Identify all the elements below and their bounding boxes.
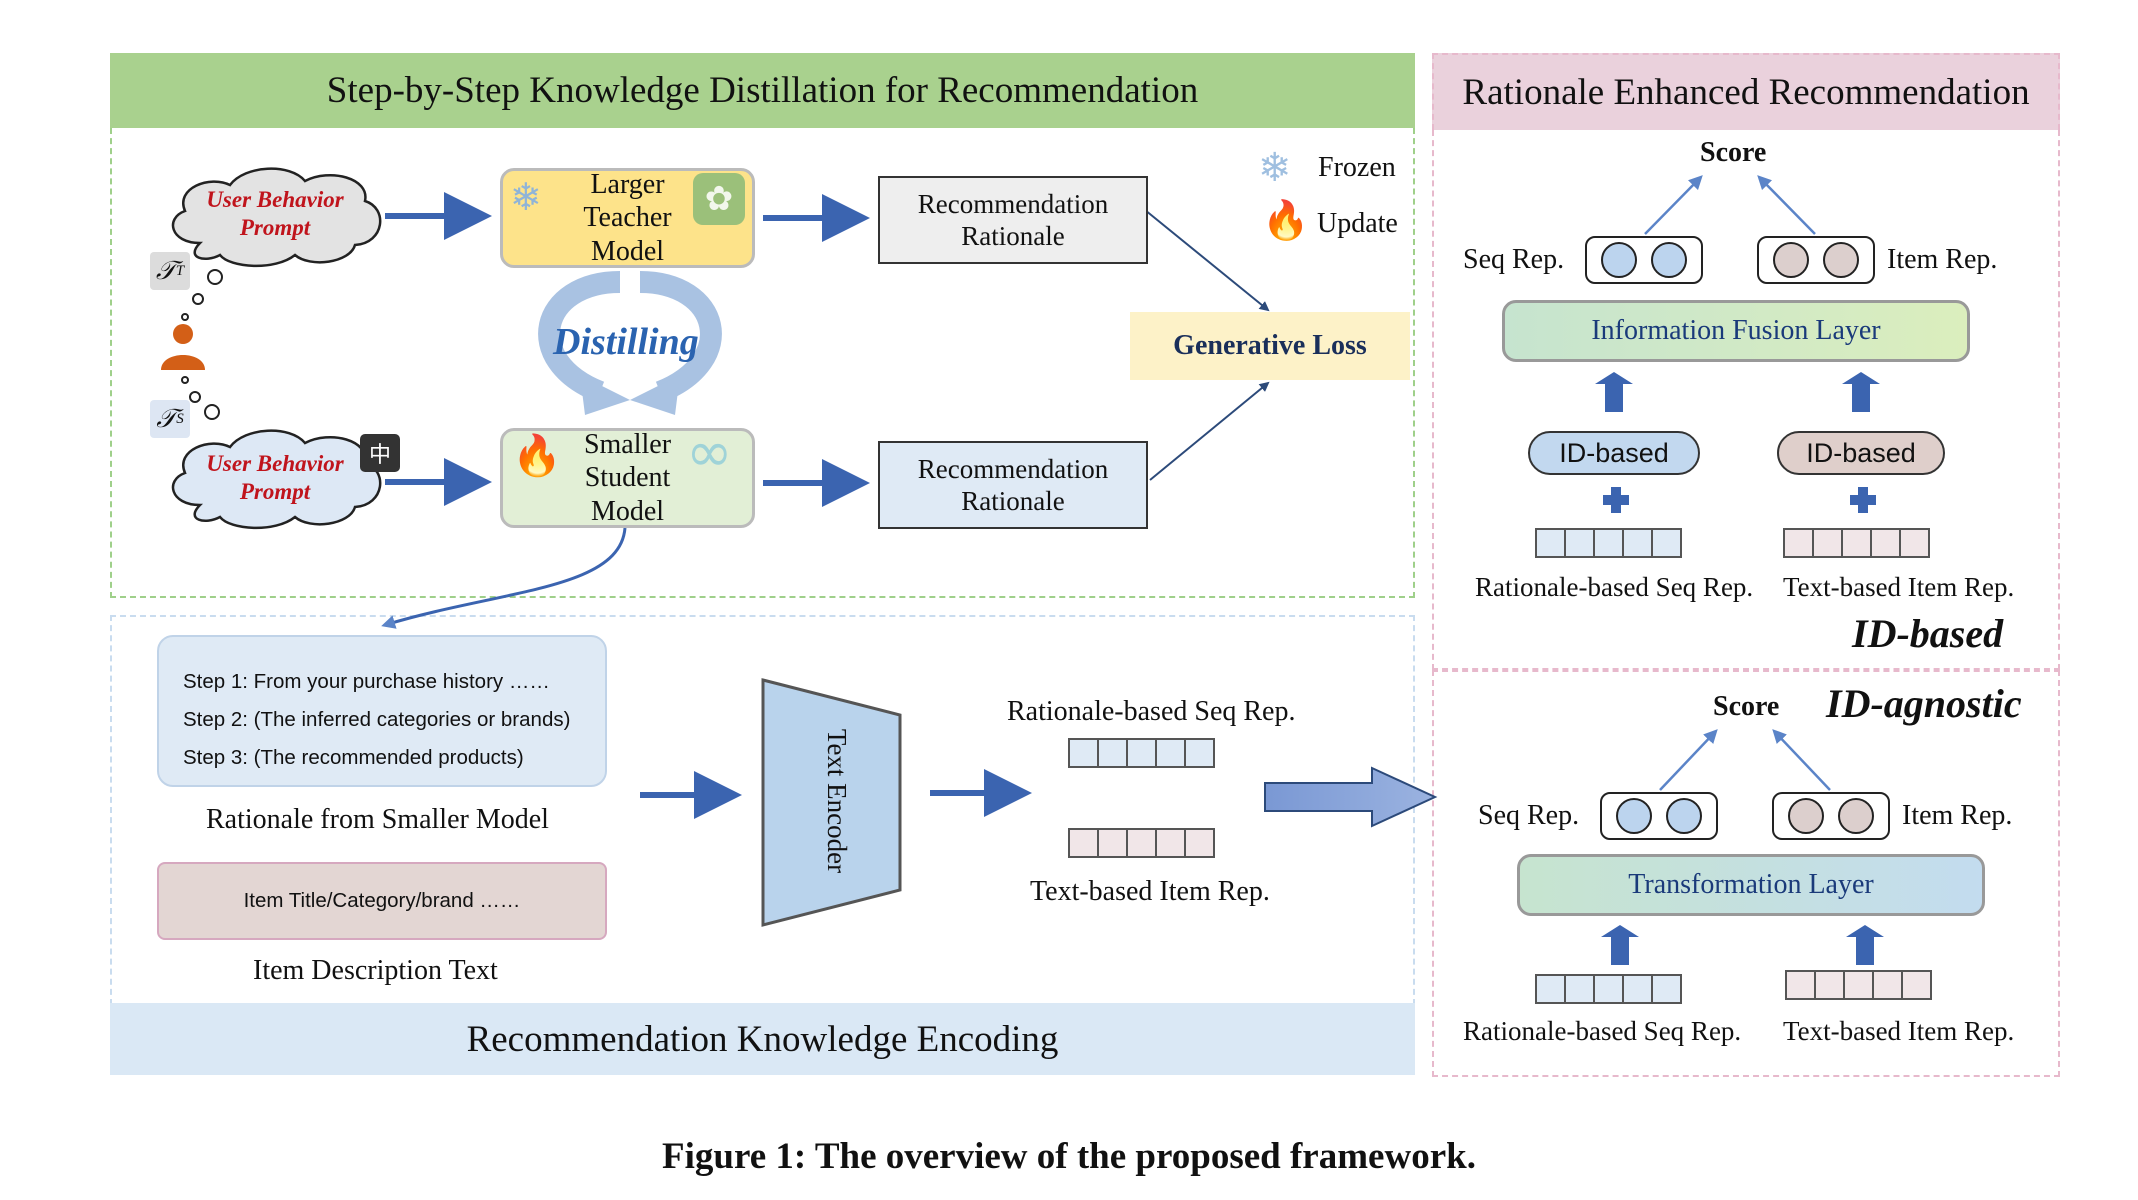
encoded-seq-rep-label: Rationale-based Seq Rep.: [1007, 696, 1296, 727]
id-based-score: Score: [1700, 137, 1767, 168]
id-based-left-pill-label: ID-based: [1559, 437, 1669, 468]
student-template-sup: S: [176, 410, 184, 427]
chinese-language-badge: 中: [360, 434, 400, 472]
transformation-layer-label: Transformation Layer: [1628, 869, 1874, 900]
id-agnostic-score: Score: [1713, 691, 1780, 722]
id-agnostic-region: [1432, 670, 2060, 1077]
rationale-steps-caption: Rationale from Smaller Model: [206, 804, 549, 835]
id-based-region: [1432, 130, 2060, 670]
distillation-region: [110, 128, 1415, 598]
left-panel-title: Step-by-Step Knowledge Distillation for …: [110, 53, 1415, 128]
id-based-right-pill-label: ID-based: [1806, 437, 1916, 468]
teacher-template-symbol: 𝒯: [155, 255, 176, 285]
step-3-text: Step 3: (The recommended products): [183, 746, 524, 769]
right-panel-title: Rationale Enhanced Recommendation: [1432, 53, 2060, 130]
transformation-layer: Transformation Layer: [1517, 854, 1985, 916]
teacher-model-box: Larger Teacher Model: [500, 168, 755, 268]
id-agnostic-tag: ID-agnostic: [1826, 681, 2022, 726]
item-description-box: Item Title/Category/brand ……: [157, 862, 607, 940]
id-agnostic-seq-rep-label: Seq Rep.: [1478, 800, 1580, 831]
teacher-model-label: Larger Teacher Model: [583, 168, 672, 267]
legend-frozen: Frozen: [1318, 152, 1396, 183]
figure-caption: Figure 1: The overview of the proposed f…: [0, 1135, 2138, 1178]
id-agnostic-seq-rep: [1600, 792, 1718, 840]
thought-bubbles: [181, 269, 223, 420]
id-based-seq-cells: [1535, 528, 1682, 558]
teacher-rationale-label: Recommendation Rationale: [917, 188, 1109, 251]
teacher-template-sup: T: [175, 262, 185, 279]
id-agnostic-item-rep-label: Item Rep.: [1902, 800, 2013, 831]
id-based-seq-caption: Rationale-based Seq Rep.: [1475, 572, 1754, 602]
id-based-right-pill: ID-based: [1777, 431, 1945, 475]
teacher-llm-logo-icon: ✿: [693, 173, 745, 225]
information-fusion-layer-label: Information Fusion Layer: [1591, 315, 1881, 346]
generative-loss-box: Generative Loss: [1130, 312, 1410, 380]
chinese-language-badge-text: 中: [368, 442, 391, 467]
id-agnostic-seq-cells: [1535, 974, 1682, 1004]
item-description-text: Item Title/Category/brand ……: [243, 888, 521, 912]
student-model-box: Smaller Student Model: [500, 428, 755, 528]
distilling-text: Distilling: [553, 321, 699, 363]
id-agnostic-item-rep: [1772, 792, 1890, 840]
student-model-label: Smaller Student Model: [583, 428, 672, 527]
student-prompt-text: User Behavior Prompt: [180, 444, 370, 512]
id-based-item-caption: Text-based Item Rep.: [1783, 572, 2015, 602]
step-1-text: Step 1: From your purchase history ……: [183, 670, 550, 693]
id-agnostic-item-cells: [1785, 970, 1932, 1000]
distilling-label: Distilling: [553, 320, 699, 364]
legend-update-icon: 🔥: [1262, 198, 1310, 242]
id-based-seq-rep-label: Seq Rep.: [1463, 244, 1565, 275]
id-based-seq-rep: [1585, 236, 1703, 284]
id-based-left-pill: ID-based: [1528, 431, 1700, 475]
id-agnostic-seq-caption: Rationale-based Seq Rep.: [1463, 1016, 1742, 1046]
left-panel-title-text: Step-by-Step Knowledge Distillation for …: [326, 70, 1199, 111]
figure-caption-text: Figure 1: The overview of the proposed f…: [662, 1136, 1476, 1177]
legend-frozen-icon: ❄: [1258, 145, 1292, 191]
student-prompt-label: User Behavior Prompt: [206, 451, 344, 504]
rationale-steps-box: Step 1: From your purchase history …… St…: [157, 635, 607, 787]
id-based-tag: ID-based: [1852, 611, 2004, 656]
teacher-rationale-box: Recommendation Rationale: [878, 176, 1148, 264]
student-llm-logo-icon: ∞: [686, 420, 733, 485]
encoded-item-rep-label: Text-based Item Rep.: [1030, 876, 1270, 907]
id-based-item-rep: [1757, 236, 1875, 284]
teacher-prompt-text: User Behavior Prompt: [180, 180, 370, 248]
text-encoder-text: Text Encoder: [822, 728, 852, 874]
generative-loss-label: Generative Loss: [1173, 330, 1367, 362]
encoded-item-rep-cells: [1068, 828, 1215, 858]
right-panel-title-text: Rationale Enhanced Recommendation: [1462, 72, 2030, 113]
information-fusion-layer: Information Fusion Layer: [1502, 300, 1970, 362]
user-icon: [161, 324, 205, 370]
student-rationale-label: Recommendation Rationale: [917, 453, 1109, 516]
legend-update: Update: [1317, 208, 1398, 239]
step-2-text: Step 2: (The inferred categories or bran…: [183, 708, 571, 731]
id-agnostic-item-caption: Text-based Item Rep.: [1783, 1016, 2015, 1046]
text-encoder-label: Text Encoder: [818, 721, 852, 881]
encoding-title-text: Recommendation Knowledge Encoding: [466, 1018, 1059, 1060]
student-rationale-box: Recommendation Rationale: [878, 441, 1148, 529]
student-template-symbol: 𝒯: [156, 403, 177, 433]
encoded-seq-rep-cells: [1068, 738, 1215, 768]
encoding-title: Recommendation Knowledge Encoding: [110, 1003, 1415, 1075]
id-based-item-rep-label: Item Rep.: [1887, 244, 1998, 275]
item-description-caption: Item Description Text: [253, 955, 498, 986]
id-based-item-cells: [1783, 528, 1930, 558]
teacher-prompt-label: User Behavior Prompt: [206, 187, 344, 240]
fire-icon: 🔥: [512, 433, 562, 479]
teacher-prompt-cloud: [171, 167, 382, 268]
snowflake-icon: ❄: [510, 175, 542, 219]
